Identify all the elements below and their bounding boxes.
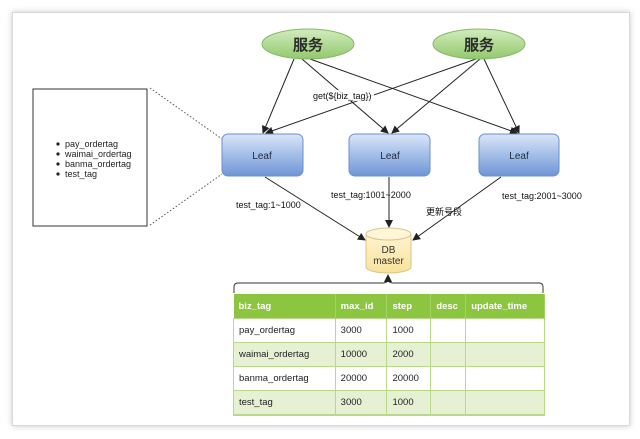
leaf2-range-label: test_tag:1001~2000 [331, 190, 411, 200]
db-arrows [264, 176, 502, 241]
table-cell [465, 318, 545, 343]
arrow-svc1-leaf1 [262, 58, 295, 134]
service-node[interactable]: 服务 [432, 28, 526, 60]
tag-list-item: waimai_ordertag [64, 149, 132, 159]
arrow-svc1-leaf3 [309, 58, 518, 135]
table-row: pay_ordertag 3000 1000 [233, 318, 545, 343]
leaf1-range-label: test_tag:1~1000 [236, 200, 301, 210]
service-node[interactable]: 服务 [261, 28, 355, 60]
table-cell [465, 342, 545, 367]
table-cell [430, 318, 467, 343]
column-header: desc [430, 294, 467, 319]
table-cell: waimai_ordertag [233, 342, 336, 367]
table-cell [430, 342, 467, 367]
table-cell: 2000 [386, 342, 432, 367]
leaf-node[interactable]: Leaf [348, 133, 431, 177]
table-header-row: biz_tag max_id step desc update_time [233, 294, 545, 319]
arrow-leaf1-db [264, 176, 366, 241]
tag-list-item: test_tag [65, 169, 97, 179]
table-cell: 1000 [386, 390, 432, 416]
table-cell: 1000 [386, 318, 432, 343]
db-label-line1: DB [382, 245, 396, 256]
table-row: test_tag 3000 1000 [233, 390, 545, 416]
update-segment-label: 更新号段 [426, 206, 462, 217]
leaf3-range-label: test_tag:2001~3000 [502, 191, 582, 201]
table-cell: 3000 [334, 390, 388, 416]
column-header: biz_tag [233, 294, 336, 319]
callout-line-top [149, 87, 223, 140]
leaf-node[interactable]: Leaf [478, 133, 560, 177]
call-label: get(${biz_tag}) [313, 91, 372, 101]
leaf-label: Leaf [509, 151, 529, 162]
tag-list-item: banma_ordertag [65, 159, 131, 169]
leaf-alloc-table: biz_tag max_id step desc update_time pay… [233, 294, 545, 416]
table-cell: 3000 [334, 318, 388, 343]
callout-line-bottom [149, 173, 223, 226]
leaf-node[interactable]: Leaf [221, 133, 304, 177]
bullet-icon [56, 142, 60, 146]
bullet-icon [56, 172, 60, 176]
table-row: banma_ordertag 20000 20000 [233, 366, 545, 391]
table-cell: 20000 [386, 366, 432, 391]
table-cell [430, 390, 467, 416]
bullet-icon [56, 162, 60, 166]
db-master-node[interactable]: DB master [365, 227, 412, 274]
table-cell: 10000 [334, 342, 388, 367]
arrow-svc2-leaf2 [391, 58, 481, 134]
table-cell: pay_ordertag [233, 318, 336, 343]
service-label: 服务 [464, 36, 495, 54]
column-header: step [386, 294, 432, 319]
service-label: 服务 [293, 36, 324, 54]
table-cell [465, 366, 545, 391]
table-row: waimai_ordertag 10000 2000 [233, 342, 545, 367]
tag-list: pay_ordertag waimai_ordertag banma_order… [56, 139, 132, 179]
leaf-label: Leaf [380, 151, 400, 162]
column-header: update_time [465, 294, 545, 319]
arrow-svc2-leaf3 [483, 58, 520, 134]
arrow-leaf3-db [412, 176, 502, 241]
table-cell: test_tag [233, 390, 336, 416]
tag-list-item: pay_ordertag [65, 139, 118, 149]
service-arrows [262, 58, 520, 135]
db-label-line2: master [373, 256, 404, 267]
leaf-label: Leaf [252, 151, 272, 162]
column-header: max_id [335, 294, 388, 319]
tag-list-box [32, 88, 148, 227]
table-cell: banma_ordertag [233, 366, 336, 391]
table-cell [430, 366, 467, 391]
table-cell: 20000 [334, 366, 388, 391]
table-cell [465, 390, 545, 416]
bullet-icon [56, 152, 60, 156]
